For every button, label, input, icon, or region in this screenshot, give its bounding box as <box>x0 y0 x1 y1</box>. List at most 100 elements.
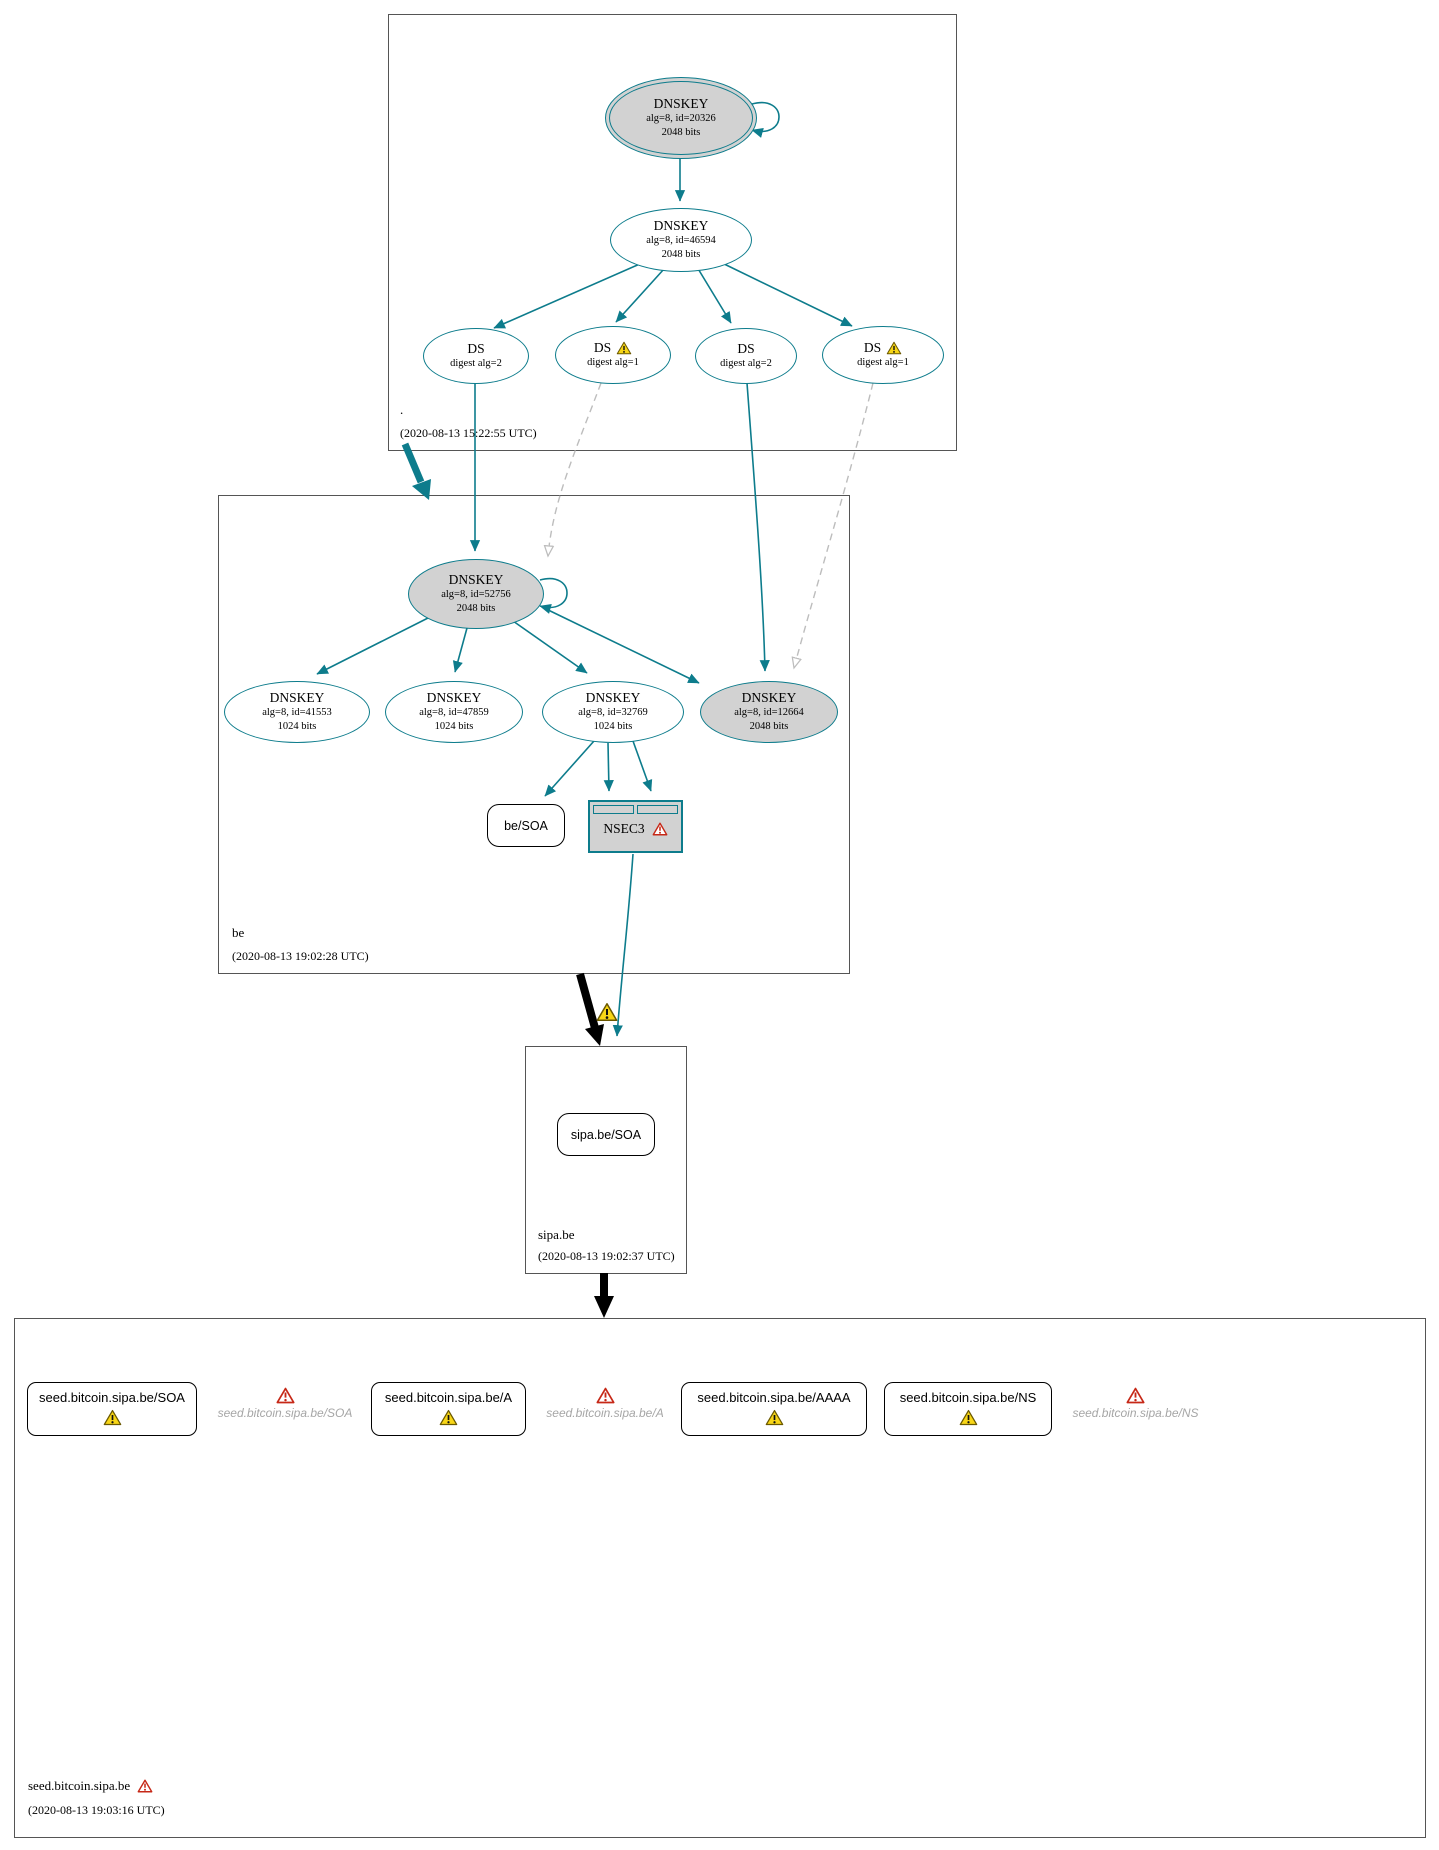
dnskey-alg-id: alg=8, id=41553 <box>262 707 332 719</box>
nsec3-cells <box>593 805 678 814</box>
zone-label-root: . <box>400 402 404 417</box>
node-dnskey-46594[interactable]: DNSKEY alg=8, id=46594 2048 bits <box>610 208 752 272</box>
node-dnskey-52756[interactable]: DNSKEY alg=8, id=52756 2048 bits <box>408 559 544 629</box>
nsec3-cell <box>637 805 678 814</box>
node-ds-1[interactable]: DS digest alg=2 <box>423 328 529 384</box>
edge-ds2-to-be-ksk-insecure <box>543 382 602 558</box>
error-icon <box>595 1387 615 1404</box>
dnskey-type-label: DNSKEY <box>741 690 797 706</box>
node-ds-2[interactable]: DS digest alg=1 <box>555 326 671 384</box>
error-icon <box>1126 1387 1145 1404</box>
dnskey-bits: 1024 bits <box>593 721 633 733</box>
node-seed-ns-missing[interactable]: seed.bitcoin.sipa.be/NS <box>1068 1387 1203 1420</box>
ds-digest: digest alg=2 <box>450 358 502 370</box>
dnskey-type-label: DNSKEY <box>269 690 325 706</box>
error-icon <box>137 1779 153 1793</box>
zone-label-seed-row: seed.bitcoin.sipa.be <box>28 1778 153 1794</box>
node-seed-a-missing[interactable]: seed.bitcoin.sipa.be/A <box>540 1387 670 1420</box>
node-seed-ns[interactable]: seed.bitcoin.sipa.be/NS <box>884 1382 1052 1436</box>
node-dnskey-20326[interactable]: DNSKEY alg=8, id=20326 2048 bits <box>605 77 757 159</box>
node-seed-soa[interactable]: seed.bitcoin.sipa.be/SOA <box>27 1382 197 1436</box>
rrset-label: seed.bitcoin.sipa.be/AAAA <box>697 1390 851 1405</box>
node-seed-a[interactable]: seed.bitcoin.sipa.be/A <box>371 1382 526 1436</box>
node-dnskey-47859[interactable]: DNSKEY alg=8, id=47859 1024 bits <box>385 681 523 743</box>
edge-zsk-to-ds1 <box>493 262 643 329</box>
dnskey-bits: 2048 bits <box>661 249 701 261</box>
edge-delegation-be-sipa <box>576 972 599 1030</box>
edge-be-ksk-to-41553 <box>316 617 429 675</box>
ds-type-label: DS <box>863 340 882 356</box>
dnskey-alg-id: alg=8, id=52756 <box>441 589 511 601</box>
zone-box-root <box>388 14 957 451</box>
ds-digest: digest alg=1 <box>857 357 909 369</box>
node-seed-aaaa[interactable]: seed.bitcoin.sipa.be/AAAA <box>681 1382 867 1436</box>
rrset-label: seed.bitcoin.sipa.be/NS <box>1072 1406 1199 1420</box>
edge-delegation-root-be <box>401 442 425 484</box>
edge-zsk-to-ds2 <box>615 268 665 323</box>
zone-timestamp-seed: (2020-08-13 19:03:16 UTC) <box>28 1803 165 1817</box>
warning-icon <box>439 1409 458 1426</box>
dnskey-type-label: DNSKEY <box>653 96 709 112</box>
rrset-label: seed.bitcoin.sipa.be/SOA <box>39 1390 185 1405</box>
ds-type-label: DS <box>593 340 612 356</box>
zone-box-be <box>218 495 850 974</box>
error-icon <box>652 822 668 836</box>
node-seed-soa-missing[interactable]: seed.bitcoin.sipa.be/SOA <box>210 1387 360 1420</box>
dnskey-bits: 2048 bits <box>456 603 496 615</box>
warning-icon <box>959 1409 977 1426</box>
edge-delegation-root-be-arrowhead <box>412 479 431 500</box>
dnskey-bits: 1024 bits <box>434 721 474 733</box>
dnskey-alg-id: alg=8, id=46594 <box>646 235 716 247</box>
warning-icon <box>103 1409 121 1426</box>
zone-timestamp-sipa-be: (2020-08-13 19:02:37 UTC) <box>538 1249 675 1263</box>
dnskey-bits: 2048 bits <box>661 127 701 139</box>
zone-box-seed <box>14 1318 1426 1838</box>
dnskey-type-label: DNSKEY <box>448 572 504 588</box>
dnskey-bits: 2048 bits <box>749 721 789 733</box>
rrset-label: seed.bitcoin.sipa.be/SOA <box>217 1406 353 1420</box>
rrset-label: seed.bitcoin.sipa.be/A <box>546 1406 664 1420</box>
zone-timestamp-root: (2020-08-13 15:22:55 UTC) <box>400 426 537 440</box>
dnskey-type-label: DNSKEY <box>653 218 709 234</box>
edge-nsec3-to-sipa <box>612 853 634 1037</box>
error-icon <box>275 1387 295 1404</box>
node-dnskey-32769[interactable]: DNSKEY alg=8, id=32769 1024 bits <box>542 681 684 743</box>
dnskey-alg-id: alg=8, id=32769 <box>578 707 648 719</box>
node-ds-4[interactable]: DS digest alg=1 <box>822 326 944 384</box>
edge-root-ksk-selfloop <box>751 101 780 138</box>
nsec3-label: NSEC3 <box>603 821 645 836</box>
edge-ds3-to-12664 <box>746 382 770 672</box>
dnskey-type-label: DNSKEY <box>585 690 641 706</box>
edge-32769-to-nsec3-b <box>632 740 653 792</box>
node-nsec3[interactable]: NSEC3 <box>588 800 683 853</box>
dnskey-alg-id: alg=8, id=12664 <box>734 707 804 719</box>
edge-32769-to-be-soa <box>544 740 595 797</box>
node-dnskey-41553[interactable]: DNSKEY alg=8, id=41553 1024 bits <box>224 681 370 743</box>
edge-be-ksk-selfloop <box>539 577 568 614</box>
edge-ds4-to-12664-insecure <box>791 382 874 670</box>
edge-delegation-sipa-seed-arrowhead <box>594 1296 614 1318</box>
rrset-label: sipa.be/SOA <box>570 1127 642 1142</box>
warning-icon <box>886 341 902 355</box>
zone-label-be: be <box>232 925 245 940</box>
node-sipa-soa[interactable]: sipa.be/SOA <box>557 1113 655 1156</box>
edge-zsk-to-ds4 <box>717 260 853 327</box>
node-dnskey-12664[interactable]: DNSKEY alg=8, id=12664 2048 bits <box>700 681 838 743</box>
edge-be-ksk-to-32769 <box>512 620 588 674</box>
node-be-soa[interactable]: be/SOA <box>487 804 565 847</box>
edge-be-ksk-to-47859 <box>452 627 468 673</box>
zone-label-sipa-be: sipa.be <box>538 1227 575 1242</box>
zone-label-seed: seed.bitcoin.sipa.be <box>28 1778 131 1793</box>
ds-digest: digest alg=1 <box>587 357 639 369</box>
node-ds-3[interactable]: DS digest alg=2 <box>695 328 797 384</box>
rrset-label: seed.bitcoin.sipa.be/NS <box>899 1390 1037 1405</box>
dnskey-type-label: DNSKEY <box>426 690 482 706</box>
dnskey-bits: 1024 bits <box>277 721 317 733</box>
ds-type-label: DS <box>737 341 755 357</box>
edge-delegation-be-sipa-arrowhead <box>585 1024 604 1046</box>
rrset-label: be/SOA <box>504 818 548 833</box>
rrset-label: seed.bitcoin.sipa.be/A <box>384 1390 513 1405</box>
zone-timestamp-be: (2020-08-13 19:02:28 UTC) <box>232 949 369 963</box>
